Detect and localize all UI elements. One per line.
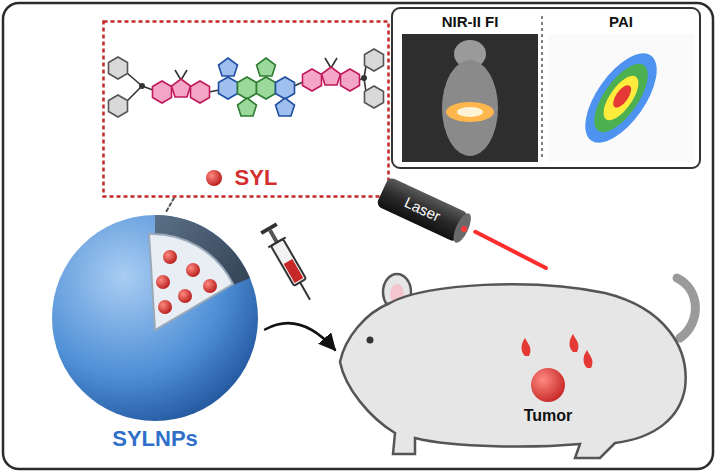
molecule-callout-box: SYL [102, 20, 390, 198]
dotted-callout-line [166, 198, 174, 212]
device-label: Laser [376, 176, 469, 242]
outer-frame [3, 3, 713, 469]
laser-device: Laser [376, 176, 476, 245]
imaging-panel: NIR-II FI [402, 12, 538, 164]
syringe-icon [259, 222, 318, 305]
tumor-label: Tumor [511, 406, 585, 425]
injection-arrow [265, 323, 335, 350]
pai-image-art [548, 12, 694, 164]
nanoparticle-sphere-art [45, 212, 265, 462]
imaging-panel: PAI [548, 12, 694, 164]
molecule-name: SYL [226, 165, 286, 191]
nir-image-art [402, 12, 538, 164]
nanoparticle-name: SYLNPs [45, 426, 265, 452]
imaging-inset-frame [392, 8, 700, 168]
laser-beam [475, 232, 546, 268]
nanoparticle-sphere: SYLNPs [45, 212, 265, 462]
mouse-art [335, 268, 705, 463]
mouse-body: Tumor [335, 268, 705, 463]
panel-heading: NIR-II FI [402, 13, 538, 31]
panel-heading: PAI [548, 13, 694, 31]
inset-divider [541, 16, 543, 160]
